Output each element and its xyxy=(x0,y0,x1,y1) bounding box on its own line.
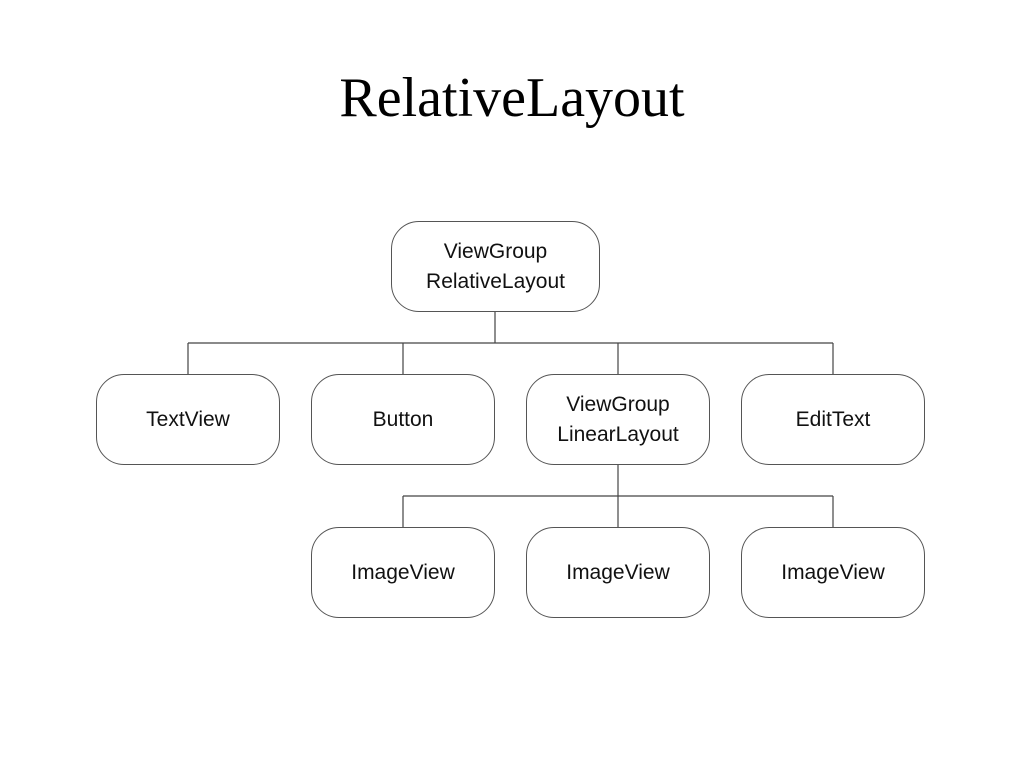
node-button: Button xyxy=(311,374,495,465)
node-button-label: Button xyxy=(372,407,434,431)
node-imageview-2-label: ImageView xyxy=(566,560,670,584)
node-edittext: EditText xyxy=(741,374,925,465)
node-imageview-3: ImageView xyxy=(741,527,925,618)
node-linear-line1: ViewGroup xyxy=(566,392,670,416)
node-linear-line2: LinearLayout xyxy=(557,422,679,446)
node-linearlayout: ViewGroup LinearLayout xyxy=(526,374,710,465)
node-imageview-1-label: ImageView xyxy=(351,560,455,584)
node-imageview-1: ImageView xyxy=(311,527,495,618)
node-textview-label: TextView xyxy=(146,407,230,431)
page-title: RelativeLayout xyxy=(339,67,685,129)
node-textview: TextView xyxy=(96,374,280,465)
node-imageview-2: ImageView xyxy=(526,527,710,618)
node-edittext-label: EditText xyxy=(795,407,871,431)
node-imageview-3-label: ImageView xyxy=(781,560,885,584)
node-root-line2: RelativeLayout xyxy=(426,269,565,293)
node-root-relativelayout: ViewGroup RelativeLayout xyxy=(391,221,600,312)
node-root-line1: ViewGroup xyxy=(443,239,548,263)
